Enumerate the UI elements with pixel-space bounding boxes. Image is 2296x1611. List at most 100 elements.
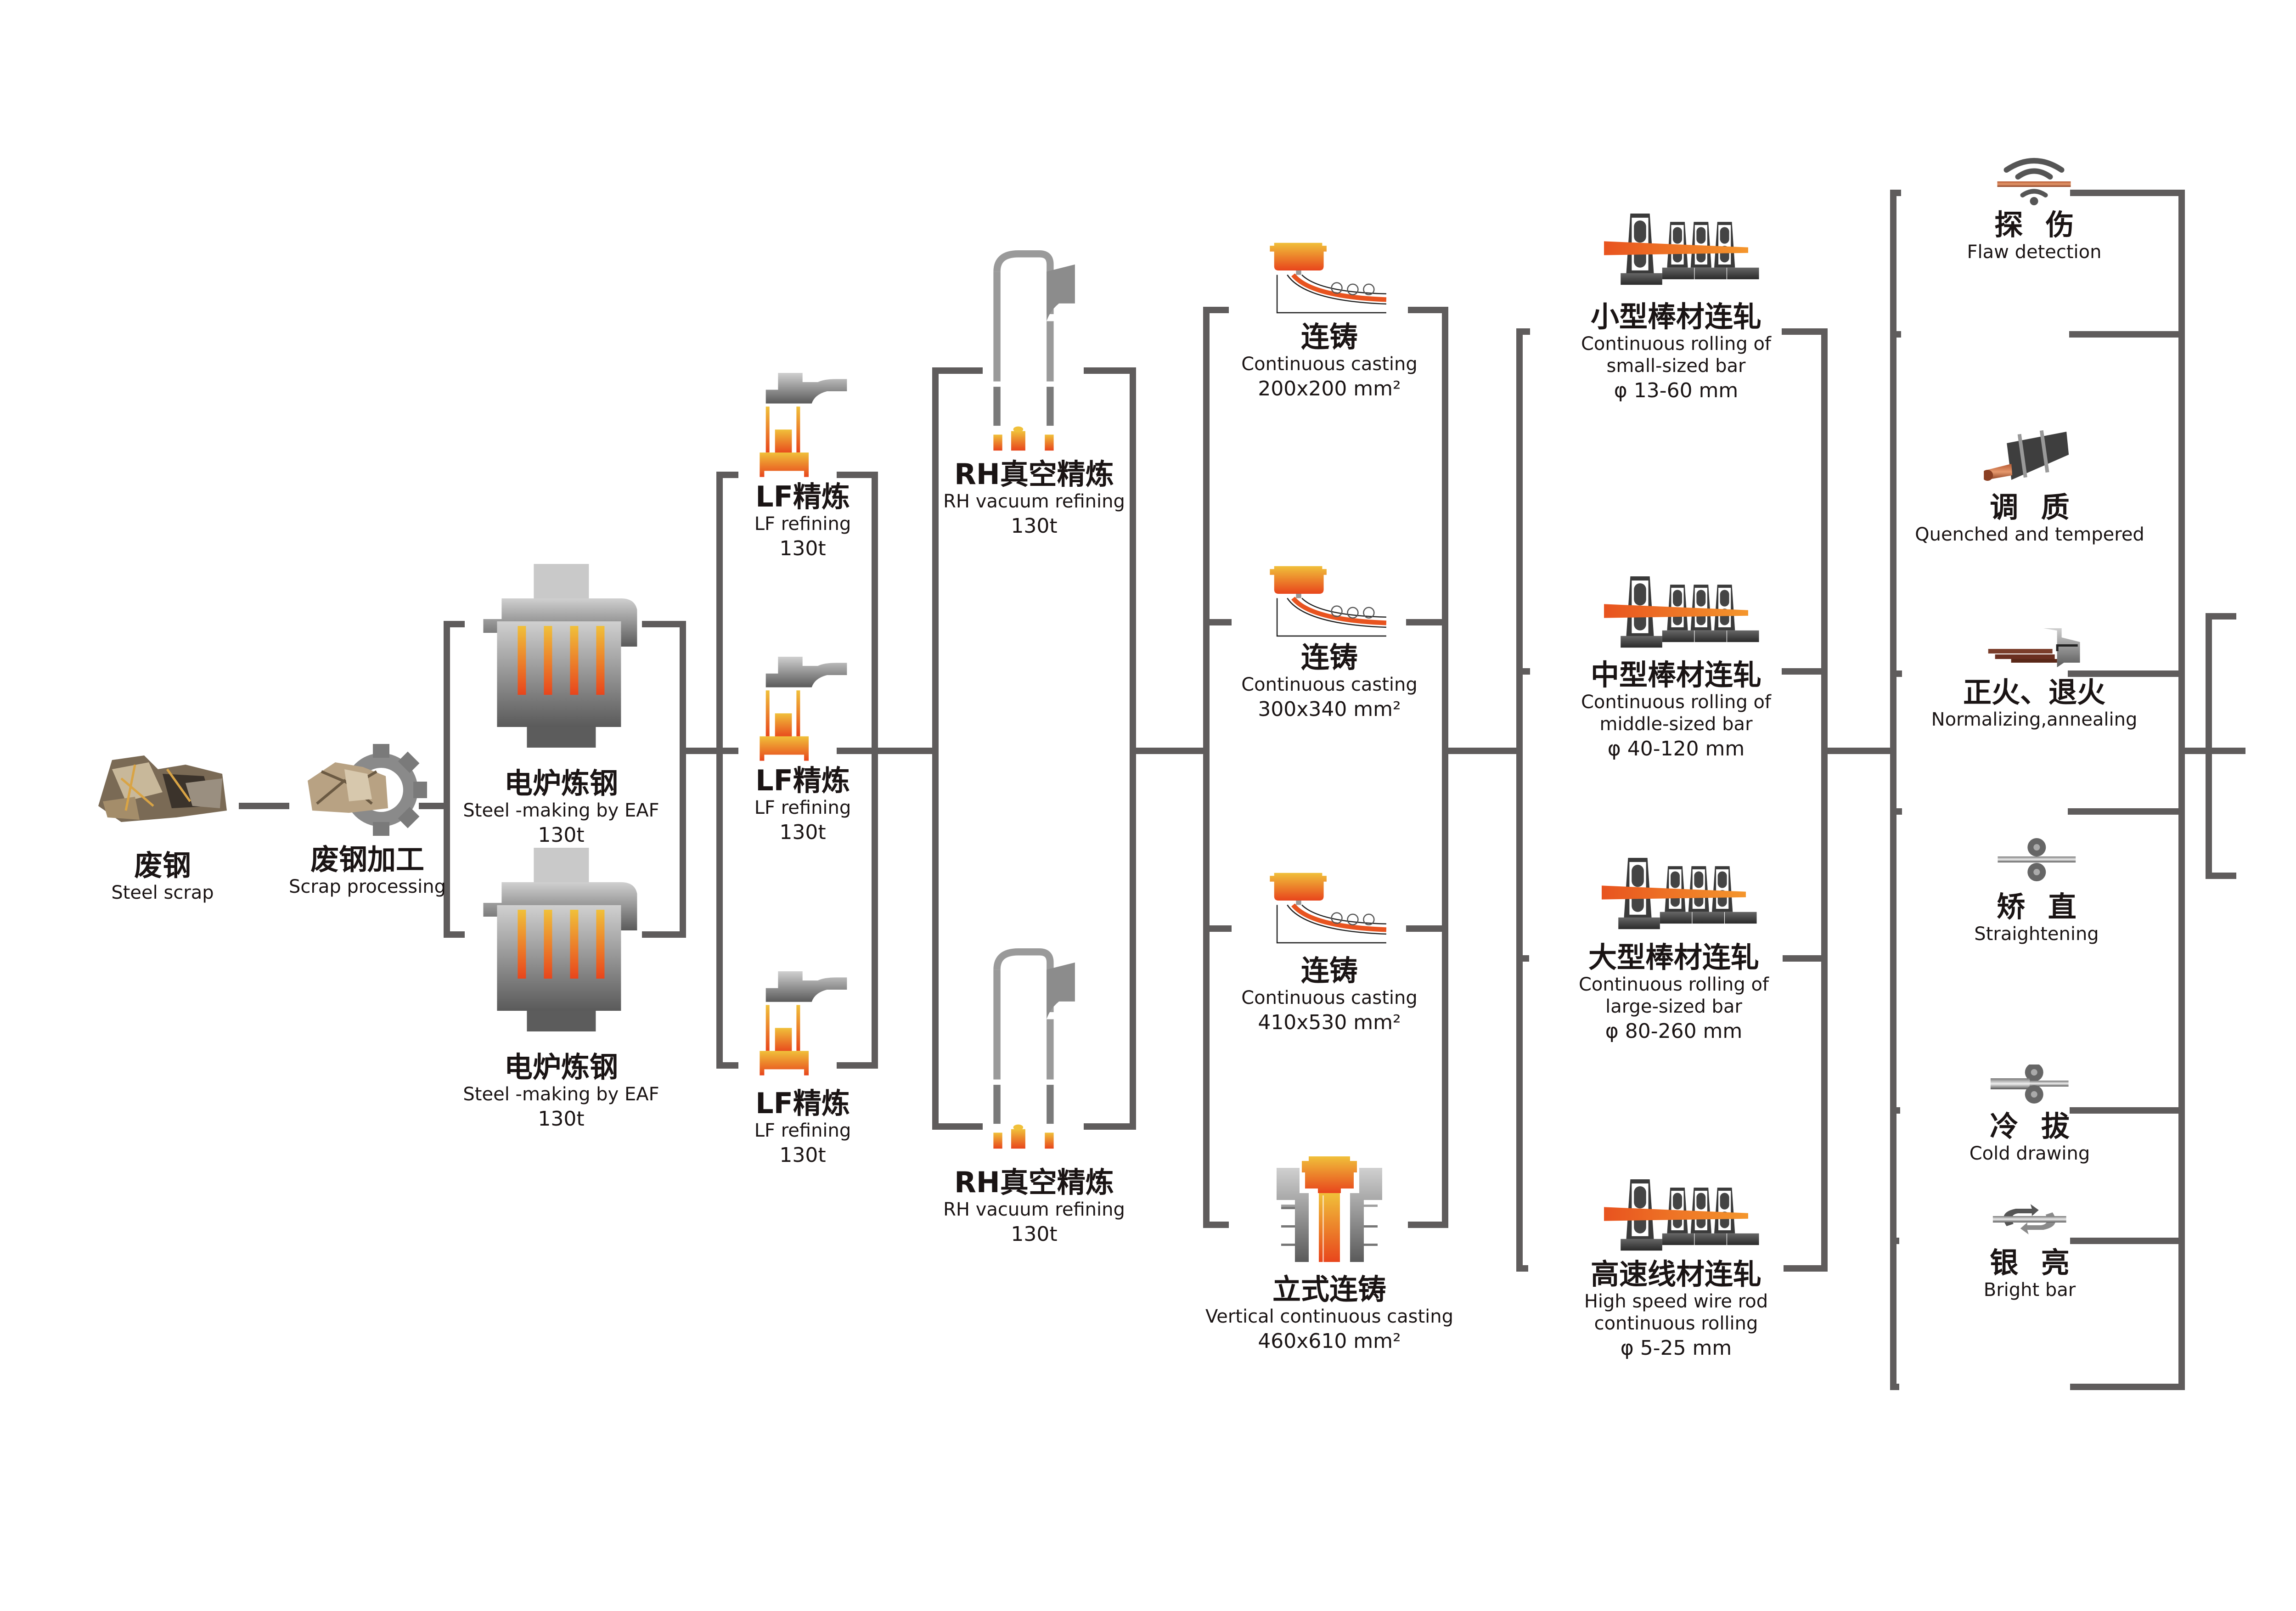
finishing-title: 矫直 (1997, 890, 2099, 924)
lf-capacity: 130t (779, 821, 826, 845)
step-lf-2: LF精炼 LF refining 130t (754, 657, 851, 846)
lf-subtitle: LF refining (754, 513, 851, 535)
casting-subtitle: Vertical continuous casting (1205, 1306, 1454, 1328)
eaf-bracket-br (642, 931, 686, 938)
rolling-mill-icon (1557, 212, 1795, 286)
lf-title: LF精炼 (755, 480, 850, 513)
step-rolling-wire: 高速线材连轧 High speed wire rod continuous ro… (1557, 1178, 1795, 1362)
step-rolling-large: 大型棒材连轧 Continuous rolling of large-sized… (1554, 856, 1793, 1045)
eaf-subtitle: Steel -making by EAF (463, 1084, 659, 1105)
casting-bracket-1r (1408, 307, 1448, 313)
products-bracket-bottom (2206, 873, 2236, 879)
step-steel-scrap: 废钢 Steel scrap (94, 751, 231, 904)
casting-subtitle: Continuous casting (1241, 354, 1418, 375)
continuous-caster-icon (1270, 242, 1389, 316)
step-quench-temper: 调质 Quenched and tempered (1915, 429, 2144, 546)
rh-subtitle: RH vacuum refining (943, 491, 1125, 513)
rolling-bracket-4r (1784, 1265, 1828, 1272)
finishing-bracket-left (1890, 190, 1896, 1390)
casting-subtitle: Continuous casting (1241, 987, 1418, 1009)
lf-bracket-ml (716, 748, 738, 754)
eaf-bracket-right (680, 621, 686, 938)
rh-bracket-br (1084, 1123, 1136, 1130)
scrap-processing-subtitle: Scrap processing (288, 876, 446, 898)
finishing-bracket-1l (1890, 190, 1901, 196)
rh-subtitle: RH vacuum refining (943, 1199, 1125, 1221)
rolling-diameter-range: φ 40-120 mm (1607, 737, 1745, 761)
ladle-furnace-icon (760, 657, 847, 761)
annealing-furnace-icon (1988, 628, 2080, 667)
casting-section-size: 300x340 mm² (1258, 698, 1401, 721)
lf-bracket-bl (716, 1062, 738, 1069)
rolling-bracket-3l (1516, 955, 1529, 962)
rh-capacity: 130t (1011, 1222, 1058, 1246)
casting-title: 立式连铸 (1272, 1273, 1386, 1306)
lf-capacity: 130t (779, 537, 826, 561)
finishing-bracket-2r (2069, 331, 2185, 338)
rolling-diameter-range: φ 80-260 mm (1605, 1020, 1743, 1043)
cold-drawing-icon (1990, 1063, 2069, 1104)
connector-casting-to-rolling (1442, 748, 1520, 754)
eaf-furnace-icon (483, 564, 637, 748)
casting-title: 连铸 (1300, 954, 1358, 987)
lf-bracket-tl (716, 472, 738, 478)
connector-scrap-to-processing (239, 803, 289, 809)
step-lf-3: LF精炼 LF refining 130t (754, 971, 851, 1169)
step-normalizing-annealing: 正火、退火 Normalizing,annealing (1931, 628, 2137, 731)
finishing-bracket-2l (1890, 331, 1901, 338)
finishing-subtitle: Cold drawing (1969, 1143, 2090, 1165)
rolling-diameter-range: φ 5-25 mm (1620, 1336, 1732, 1360)
continuous-caster-icon (1270, 873, 1389, 946)
step-rh-2: RH真空精炼 RH vacuum refining 130t (943, 948, 1125, 1248)
rh-title: RH真空精炼 (954, 1166, 1114, 1199)
finishing-title: 正火、退火 (1963, 676, 2105, 709)
products-bracket-mid (2178, 748, 2209, 754)
lf-bracket-left (716, 472, 723, 1069)
rolling-title: 小型棒材连轧 (1590, 300, 1761, 333)
rh-vacuum-degasser-icon (984, 250, 1085, 452)
products-bracket-top (2206, 613, 2236, 620)
lf-title: LF精炼 (755, 764, 850, 797)
eaf-capacity: 130t (538, 823, 585, 847)
step-casting-vertical: 立式连铸 Vertical continuous casting 460x610… (1205, 1156, 1453, 1355)
casting-bracket-3l (1203, 925, 1232, 932)
rh-capacity: 130t (1011, 514, 1058, 538)
step-rolling-small: 小型棒材连轧 Continuous rolling of small-sized… (1557, 212, 1795, 405)
step-flaw-detection: 探伤 Flaw detection (1967, 156, 2101, 263)
eaf-subtitle: Steel -making by EAF (463, 800, 659, 822)
finishing-bracket-4r (2068, 808, 2185, 815)
step-casting-2: 连铸 Continuous casting 300x340 mm² (1241, 566, 1418, 723)
casting-bracket-4l (1203, 1222, 1229, 1228)
finishing-bracket-7r (2070, 1384, 2185, 1390)
continuous-caster-icon (1270, 566, 1389, 639)
quench-temper-furnace-icon (1982, 430, 2069, 481)
ladle-furnace-icon (760, 971, 847, 1076)
rolling-title: 中型棒材连轧 (1590, 658, 1761, 692)
lf-bracket-mr (837, 748, 878, 754)
lf-title: LF精炼 (755, 1087, 850, 1120)
casting-title: 连铸 (1300, 641, 1358, 674)
finishing-subtitle: Quenched and tempered (1915, 524, 2144, 546)
finishing-bracket-3l (1890, 670, 1902, 677)
casting-subtitle: Continuous casting (1241, 674, 1418, 696)
casting-bracket-4r (1408, 1222, 1448, 1228)
steel-scrap-title: 废钢 (134, 849, 191, 882)
lf-bracket-right (872, 472, 878, 1069)
eaf-furnace-icon (483, 848, 637, 1031)
rolling-bracket-2l (1516, 668, 1530, 675)
connector-rolling-to-finishing (1821, 748, 1890, 754)
rolling-mill-icon (1554, 856, 1793, 930)
connector-processing-to-eaf (419, 803, 450, 809)
casting-bracket-2l (1203, 619, 1232, 625)
steel-scrap-subtitle: Steel scrap (111, 882, 214, 904)
rolling-bracket-4l (1516, 1265, 1528, 1272)
flaw-detection-signal-icon (1998, 158, 2071, 205)
rolling-bracket-1r (1782, 328, 1828, 335)
step-casting-3: 连铸 Continuous casting 410x530 mm² (1241, 873, 1418, 1036)
finishing-subtitle: Straightening (1974, 924, 2099, 945)
finishing-title: 银亮 (1990, 1246, 2093, 1279)
rh-bracket-tl (932, 367, 983, 374)
scrap-processing-title: 废钢加工 (310, 843, 425, 876)
rh-bracket-left (932, 367, 939, 1130)
rolling-bracket-2r (1782, 668, 1828, 675)
